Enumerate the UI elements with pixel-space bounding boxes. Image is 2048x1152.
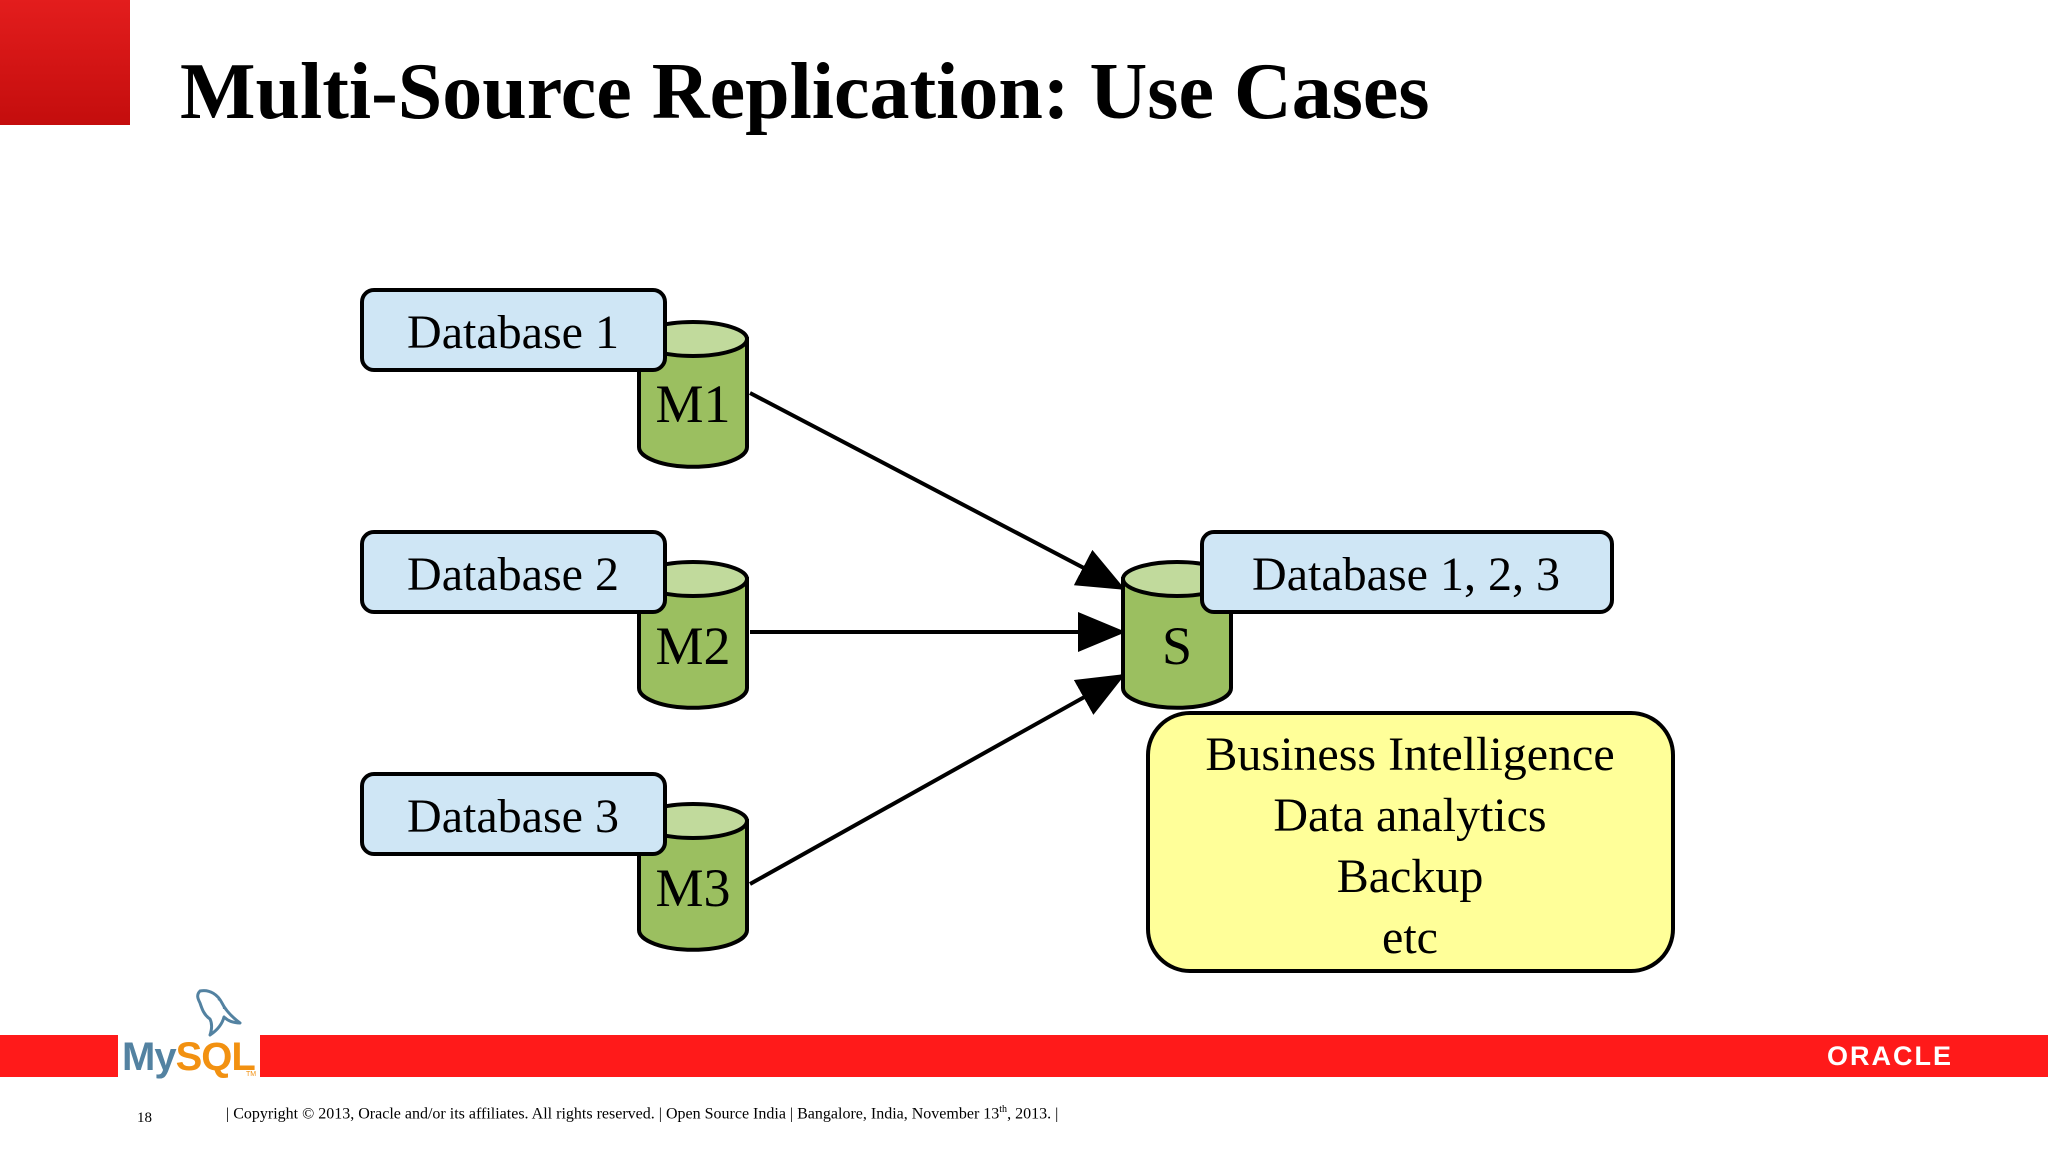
database-box-3: Database 3 (360, 772, 667, 856)
copyright-text: | Copyright © 2013, Oracle and/or its af… (226, 1105, 1000, 1123)
database-box-target: Database 1, 2, 3 (1200, 530, 1614, 614)
slide-title: Multi-Source Replication: Use Cases (180, 48, 1430, 136)
target-node: S Database 1, 2, 3 (1121, 530, 1614, 710)
mysql-wordmark-my: My (122, 1035, 177, 1079)
database-box-2: Database 2 (360, 530, 667, 614)
use-case-item: Backup (1337, 850, 1484, 903)
cylinder-label-m1: M1 (655, 374, 730, 434)
mysql-logo: MySQL TM (118, 985, 260, 1081)
copyright-text-end: , 2013. | (1007, 1105, 1059, 1123)
source-node-2: M2 Database 2 (360, 530, 749, 710)
cylinder-label-m3: M3 (655, 858, 730, 918)
page-number: 18 (137, 1110, 152, 1126)
use-case-item: Data analytics (1273, 789, 1546, 842)
use-cases-box: Business Intelligence Data analytics Bac… (1146, 711, 1675, 973)
arrow-m1-to-s (749, 391, 1126, 590)
mysql-wordmark: MySQL (122, 1035, 256, 1079)
cylinder-label-s: S (1162, 616, 1192, 676)
mysql-wordmark-sql: SQL (175, 1035, 256, 1079)
database-label-2: Database 2 (407, 548, 619, 601)
arrow-m3-to-s (749, 674, 1126, 886)
use-case-item: etc (1382, 911, 1438, 964)
source-node-1: M1 Database 1 (360, 288, 749, 469)
mysql-dolphin-icon (196, 989, 242, 1037)
database-label-1: Database 1 (407, 306, 619, 359)
database-label-3: Database 3 (407, 790, 619, 843)
footer-bar (0, 1035, 2048, 1077)
use-case-item: Business Intelligence (1205, 728, 1614, 781)
copyright-superscript: th (999, 1104, 1008, 1115)
copyright-footer: | Copyright © 2013, Oracle and/or its af… (226, 1104, 1058, 1123)
mysql-trademark: TM (246, 1071, 257, 1078)
database-label-target: Database 1, 2, 3 (1252, 548, 1560, 601)
source-node-3: M3 Database 3 (360, 772, 749, 952)
database-box-1: Database 1 (360, 288, 667, 372)
cylinder-label-m2: M2 (655, 616, 730, 676)
oracle-logo: ORACLE (1827, 1041, 1953, 1071)
corner-accent-block (0, 0, 130, 125)
